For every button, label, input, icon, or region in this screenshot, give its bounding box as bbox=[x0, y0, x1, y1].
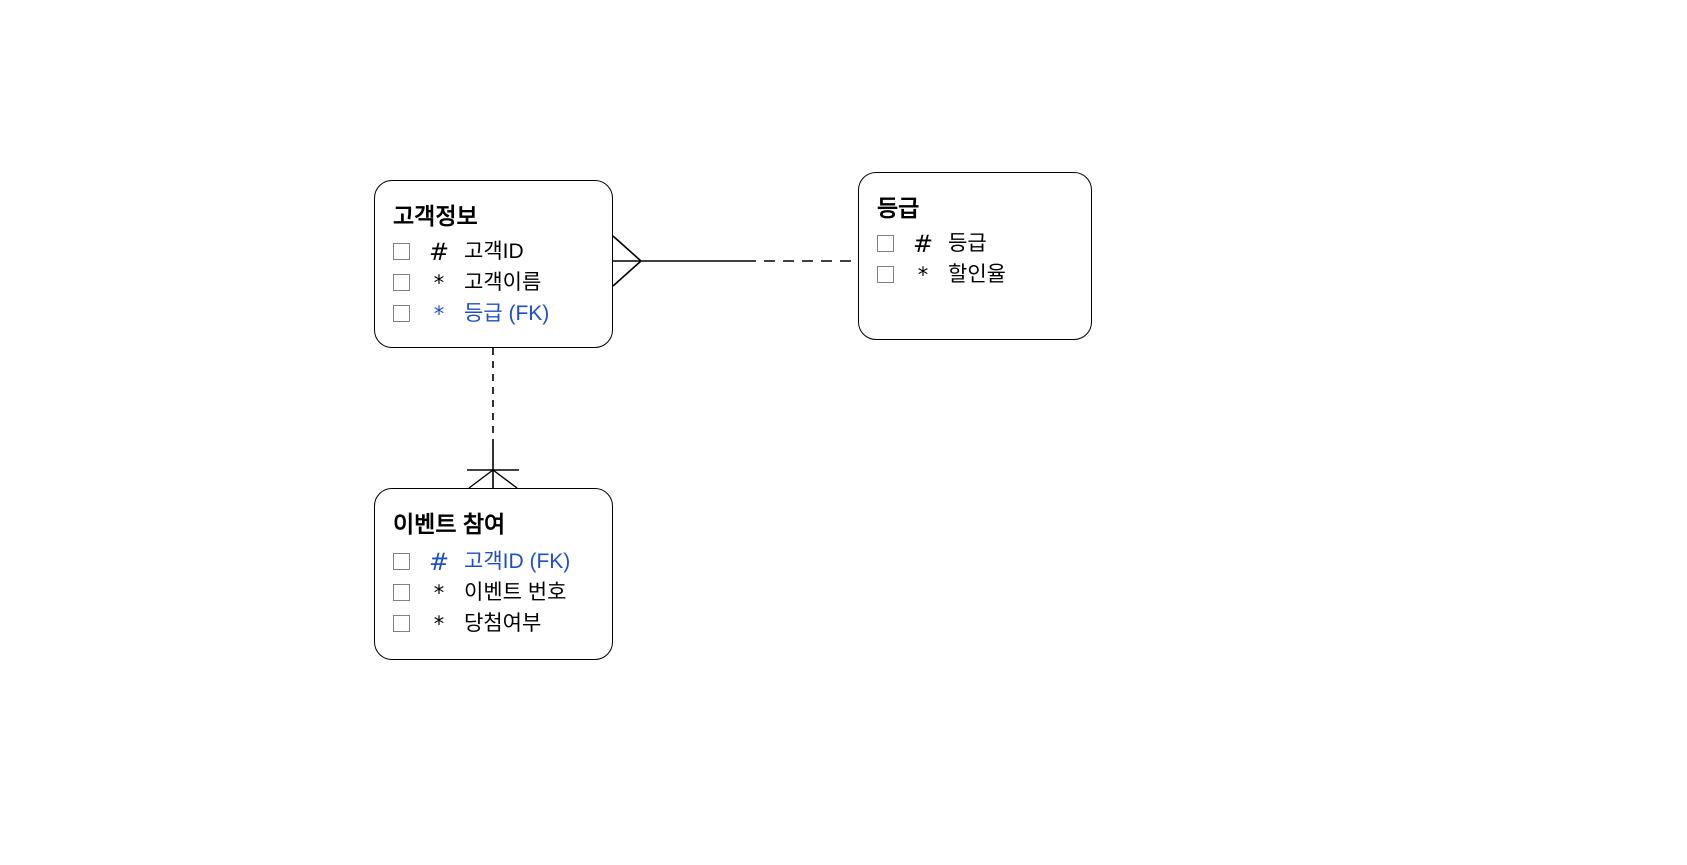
attribute-row[interactable]: * 등급 (FK) bbox=[393, 298, 549, 329]
attribute-name: 고객ID bbox=[464, 239, 524, 263]
attribute-checkbox-icon[interactable] bbox=[393, 274, 410, 291]
attribute-checkbox-icon[interactable] bbox=[877, 266, 894, 283]
attribute-checkbox-icon[interactable] bbox=[393, 243, 410, 260]
primary-key-icon: # bbox=[912, 229, 934, 258]
primary-key-icon: # bbox=[428, 547, 450, 576]
primary-key-icon: # bbox=[428, 237, 450, 266]
attribute-checkbox-icon[interactable] bbox=[393, 615, 410, 632]
mandatory-asterisk-icon: * bbox=[433, 580, 445, 605]
attribute-name-foreign-key: 고객ID (FK) bbox=[464, 549, 571, 573]
attribute-name: 할인율 bbox=[948, 262, 1006, 286]
attribute-list: # 고객ID (FK) * 이벤트 번호 * 당첨여부 bbox=[393, 546, 570, 639]
mandatory-asterisk-icon: * bbox=[917, 262, 929, 287]
relationship-customer-to-event[interactable] bbox=[467, 348, 519, 489]
attribute-list: # 고객ID * 고객이름 * 등급 (FK) bbox=[393, 236, 549, 329]
crowsfoot-upper-prong bbox=[612, 235, 642, 262]
attribute-name-foreign-key: 등급 (FK) bbox=[464, 301, 550, 325]
attribute-row[interactable]: * 이벤트 번호 bbox=[393, 577, 570, 608]
attribute-checkbox-icon[interactable] bbox=[393, 305, 410, 322]
attribute-list: # 등급 * 할인율 bbox=[877, 228, 1006, 290]
attribute-row[interactable]: * 고객이름 bbox=[393, 267, 549, 298]
attribute-name: 이벤트 번호 bbox=[464, 580, 567, 604]
entity-event-participation[interactable]: 이벤트 참여 # 고객ID (FK) * 이벤트 번호 * 당첨여부 bbox=[374, 488, 613, 660]
crowsfoot-lower-prong bbox=[612, 260, 642, 287]
mandatory-asterisk-icon: * bbox=[433, 301, 445, 326]
attribute-name: 당첨여부 bbox=[464, 611, 542, 635]
entity-title: 이벤트 참여 bbox=[393, 511, 506, 537]
attribute-row[interactable]: # 고객ID bbox=[393, 236, 549, 267]
entity-title: 고객정보 bbox=[393, 203, 478, 229]
attribute-checkbox-icon[interactable] bbox=[393, 553, 410, 570]
attribute-row[interactable]: * 당첨여부 bbox=[393, 608, 570, 639]
entity-customer-info[interactable]: 고객정보 # 고객ID * 고객이름 * 등급 (FK) bbox=[374, 180, 613, 348]
entity-grade[interactable]: 등급 # 등급 * 할인율 bbox=[858, 172, 1092, 340]
attribute-name: 등급 bbox=[948, 231, 987, 255]
relationship-customer-to-grade[interactable] bbox=[612, 235, 858, 287]
attribute-row[interactable]: * 할인율 bbox=[877, 259, 1006, 290]
mandatory-asterisk-icon: * bbox=[433, 270, 445, 295]
attribute-name: 고객이름 bbox=[464, 270, 542, 294]
crowsfoot-left-prong bbox=[468, 469, 494, 489]
attribute-checkbox-icon[interactable] bbox=[393, 584, 410, 601]
mandatory-asterisk-icon: * bbox=[433, 611, 445, 636]
attribute-row[interactable]: # 등급 bbox=[877, 228, 1006, 259]
attribute-row[interactable]: # 고객ID (FK) bbox=[393, 546, 570, 577]
crowsfoot-right-prong bbox=[492, 469, 518, 489]
entity-title: 등급 bbox=[877, 195, 920, 221]
attribute-checkbox-icon[interactable] bbox=[877, 235, 894, 252]
